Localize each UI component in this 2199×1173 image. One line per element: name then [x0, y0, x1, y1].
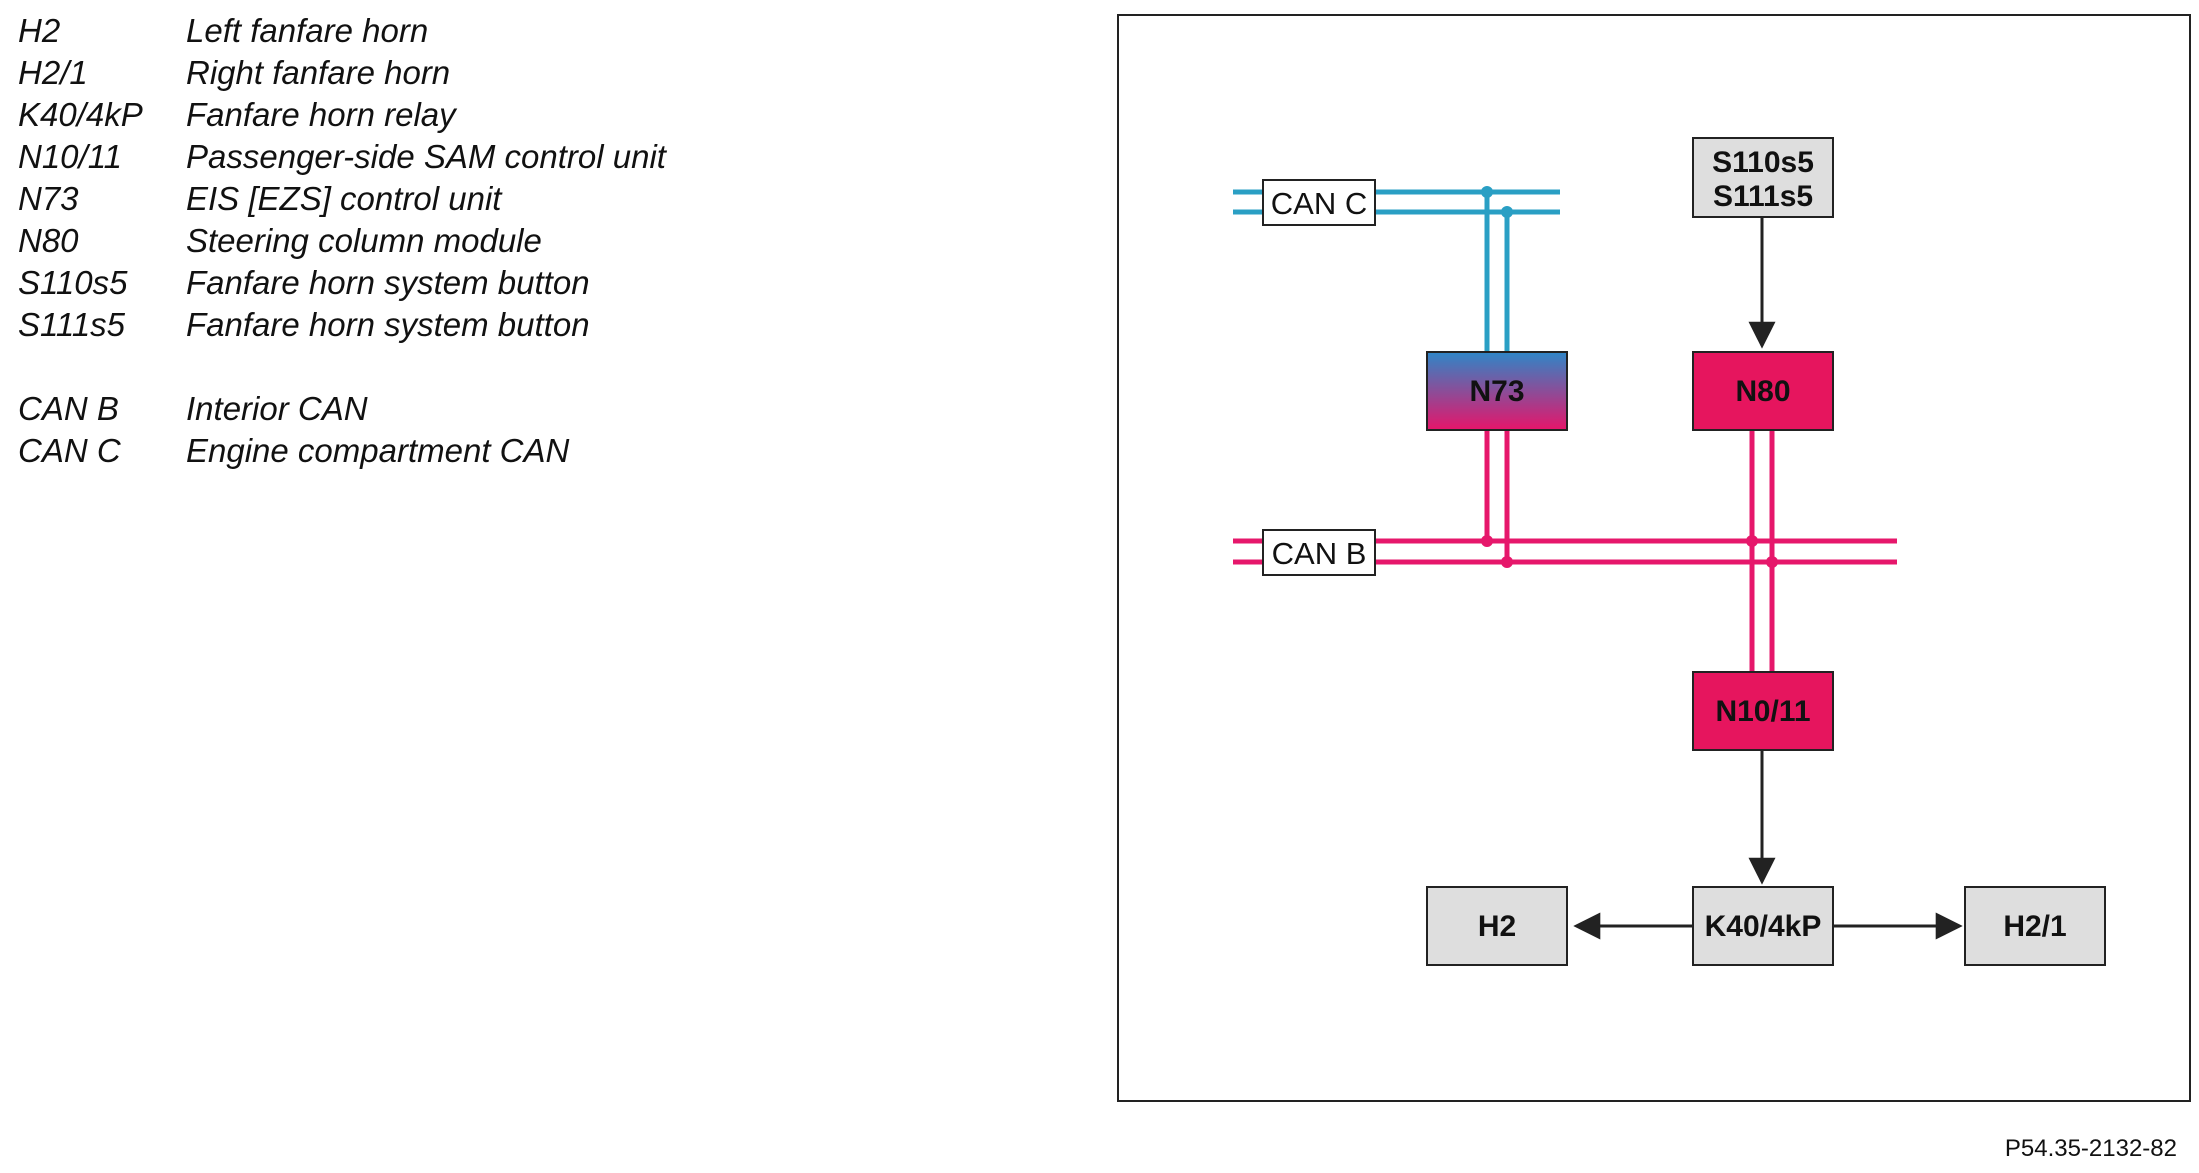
legend-code: N73	[18, 180, 79, 217]
legend-description: Engine compartment CAN	[186, 432, 570, 469]
horn-h2: H2	[1426, 886, 1568, 966]
switch-box: S110s5 S111s5	[1692, 137, 1834, 218]
legend-code: S111s5	[18, 306, 126, 343]
switch-label-s110s5: S110s5	[1712, 146, 1814, 179]
can-b-junction	[1746, 535, 1758, 547]
module-n80: N80	[1692, 351, 1834, 431]
module-n10-11-label: N10/11	[1715, 695, 1810, 728]
can-b-label: CAN B	[1272, 536, 1367, 571]
can-c-label: CAN C	[1271, 186, 1367, 221]
legend-description: Steering column module	[186, 222, 542, 259]
module-n80-label: N80	[1735, 375, 1790, 408]
relay-k40: K40/4kP	[1692, 886, 1834, 966]
legend-code: H2/1	[18, 54, 88, 91]
legend-description: Passenger-side SAM control unit	[186, 138, 666, 175]
module-n10-11: N10/11	[1692, 671, 1834, 751]
switch-label-s111s5: S111s5	[1713, 180, 1813, 213]
horn-h2-label: H2	[1478, 910, 1516, 943]
legend-description: Fanfare horn system button	[186, 264, 590, 301]
legend-code: K40/4kP	[18, 96, 143, 133]
legend-code: CAN B	[18, 390, 119, 427]
legend-description: Right fanfare horn	[186, 54, 451, 91]
legend-code: N80	[18, 222, 79, 259]
legend-code: S110s5	[18, 264, 128, 301]
horn-h2-1-label: H2/1	[2003, 910, 2066, 943]
module-n73-label: N73	[1469, 375, 1524, 408]
can-c-label-box: CAN C	[1262, 179, 1376, 226]
legend-code: N10/11	[18, 138, 122, 175]
module-n73: N73	[1426, 351, 1568, 431]
can-b-junction	[1481, 535, 1493, 547]
can-c-junction	[1501, 206, 1513, 218]
legend-description: Interior CAN	[186, 390, 368, 427]
relay-k40-label: K40/4kP	[1705, 910, 1822, 943]
legend-code: H2	[18, 12, 61, 49]
legend-description: EIS [EZS] control unit	[186, 180, 502, 217]
can-b-junction	[1766, 556, 1778, 568]
can-b-junction	[1501, 556, 1513, 568]
reference-code: P54.35-2132-82	[2004, 1135, 2177, 1162]
legend-description: Fanfare horn system button	[186, 306, 590, 343]
can-c-junction	[1481, 186, 1493, 198]
horn-h2-1: H2/1	[1964, 886, 2106, 966]
legend-code: CAN C	[18, 432, 121, 469]
legend-description: Left fanfare horn	[186, 12, 429, 49]
can-b-label-box: CAN B	[1262, 529, 1376, 576]
legend-description: Fanfare horn relay	[186, 96, 456, 133]
